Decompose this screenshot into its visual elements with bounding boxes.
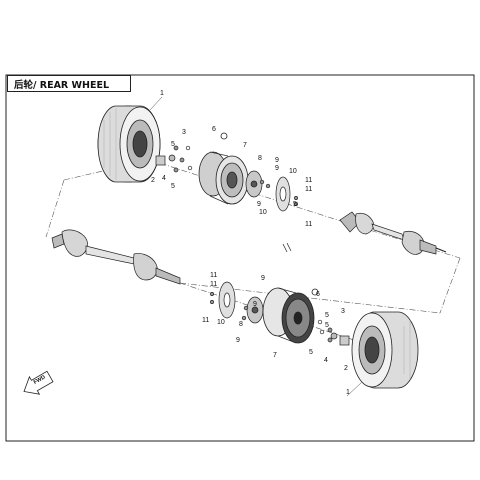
callout-lower-10: 5 (325, 322, 329, 329)
callout-lower-0: 11 (210, 272, 217, 279)
callout-leader-lines (149, 96, 363, 397)
callout-upper-5: 5 (171, 183, 175, 190)
fwd-arrow-icon (23, 370, 54, 395)
callout-upper-14: 5 (293, 201, 297, 208)
diagram-frame (5, 74, 475, 442)
callout-upper-17: 11 (305, 221, 312, 228)
callout-lower-12: 7 (273, 352, 277, 359)
page-title: 后轮/ REAR WHEEL (14, 80, 110, 91)
callout-upper-1: 2 (151, 177, 155, 184)
drive-shaft-left (51, 229, 181, 285)
callout-upper-9: 9 (275, 157, 279, 164)
callout-upper-0: 1 (160, 90, 164, 97)
hub-nut-upper (155, 145, 193, 173)
title-box: 后轮/ REAR WHEEL (7, 75, 131, 92)
callout-lower-6: 11 (202, 317, 209, 324)
callout-lower-16: 1 (346, 389, 350, 396)
callout-upper-6: 6 (212, 126, 216, 133)
callout-lower-9: 5 (325, 312, 329, 319)
drive-shaft-right (339, 211, 447, 255)
callout-lower-7: 9 (236, 337, 240, 344)
rim-lower (262, 287, 319, 344)
callout-lower-1: 11 (210, 281, 217, 288)
callout-lower-8: 6 (316, 291, 320, 298)
callout-lower-2: 9 (261, 275, 265, 282)
callout-upper-3: 4 (162, 175, 166, 182)
callout-lower-4: 8 (239, 321, 243, 328)
tire-lower (351, 311, 419, 389)
axis-break-mark (282, 242, 292, 253)
callout-lower-14: 4 (324, 357, 328, 364)
callout-upper-15: 9 (257, 201, 261, 208)
callout-upper-8: 8 (258, 155, 262, 162)
callout-lower-11: 3 (341, 308, 345, 315)
callout-upper-10: 9 (275, 165, 279, 172)
callout-lower-5: 10 (217, 319, 225, 326)
tire-upper (97, 105, 161, 183)
callout-upper-11: 10 (289, 168, 297, 175)
callout-upper-4: 5 (171, 141, 175, 148)
callout-lower-13: 5 (309, 349, 313, 356)
callout-upper-2: 3 (182, 129, 186, 136)
hub-nut-lower (317, 319, 350, 346)
callout-upper-13: 11 (305, 186, 312, 193)
hub-disc-upper (245, 170, 298, 212)
callout-lower-3: 9 (253, 301, 257, 308)
callout-upper-7: 7 (243, 142, 247, 149)
fwd-label: FWD (33, 374, 47, 385)
hub-disc-lower (210, 281, 264, 324)
rim-upper (198, 132, 249, 205)
callout-lower-15: 2 (344, 365, 348, 372)
callout-upper-16: 10 (259, 209, 267, 216)
callout-upper-12: 11 (305, 177, 312, 184)
